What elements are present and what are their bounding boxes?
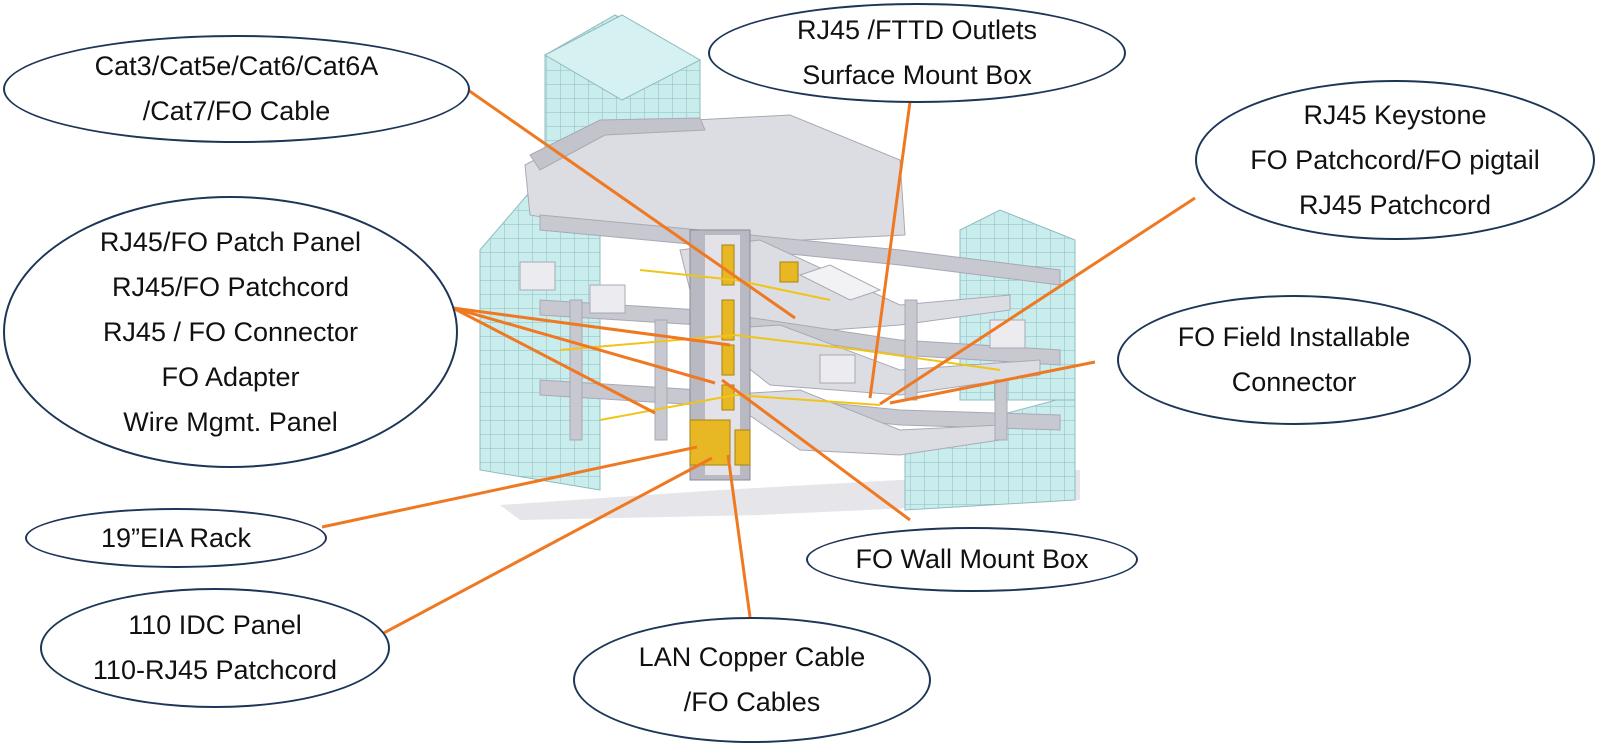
leader-line-lan-cable — [726, 454, 752, 618]
rack-floor-2 — [721, 299, 735, 341]
callout-keystone: RJ45 Keystone FO Patchcord/FO pigtail RJ… — [1195, 80, 1595, 240]
callout-text: Connector — [1231, 367, 1357, 397]
callout-text: FO Wall Mount Box — [855, 544, 1089, 574]
roof-parapet — [529, 117, 706, 171]
office-equipment — [779, 261, 799, 283]
callout-text: FO Field Installable — [1177, 322, 1411, 352]
leader-line-patch-panel-a — [452, 306, 731, 347]
leader-line-patch-panel-b — [452, 306, 716, 385]
callout-text: Surface Mount Box — [802, 60, 1032, 90]
callout-text: Wire Mgmt. Panel — [123, 406, 338, 437]
cubicle — [589, 284, 626, 314]
callout-text: 110 IDC Panel — [128, 610, 302, 640]
callout-text: /Cat7/FO Cable — [142, 96, 331, 126]
cubicle — [819, 354, 856, 384]
horizontal-cable — [639, 269, 831, 301]
callout-field-connector: FO Field Installable Connector — [1117, 295, 1471, 425]
callout-text: 19”EIA Rack — [100, 522, 252, 553]
floor-2-top — [698, 324, 1041, 396]
callout-text: 110-RJ45 Patchcord — [92, 655, 338, 685]
callout-patch-panel: RJ45/FO Patch Panel RJ45/FO Patchcord RJ… — [3, 196, 458, 468]
callout-text: Cat3/Cat5e/Cat6/Cat6A — [94, 51, 379, 81]
callout-wall-box: FO Wall Mount Box — [806, 527, 1138, 592]
leader-line-wall-box — [721, 378, 911, 522]
leader-line-outlets — [868, 101, 912, 399]
cubicle — [519, 261, 556, 291]
horizontal-cable — [559, 333, 1001, 371]
callout-text: LAN Copper Cable — [638, 642, 866, 672]
callout-rack: 19”EIA Rack — [25, 508, 327, 568]
column — [994, 379, 1008, 441]
callout-cable-types: Cat3/Cat5e/Cat6/Cat6A /Cat7/FO Cable — [3, 35, 470, 143]
callout-text: RJ45 Keystone — [1303, 99, 1487, 130]
callout-idc-panel: 110 IDC Panel 110-RJ45 Patchcord — [40, 588, 390, 708]
leader-line-cable-types — [467, 88, 796, 320]
leader-line-idc-panel — [379, 456, 713, 637]
cubicle — [989, 319, 1026, 349]
callout-lan-cable: LAN Copper Cable /FO Cables — [573, 617, 931, 743]
leader-line-keystone — [879, 196, 1196, 406]
column — [654, 319, 668, 441]
callout-text: RJ45/FO Patch Panel — [99, 226, 362, 257]
callout-outlets: RJ45 /FTTD Outlets Surface Mount Box — [708, 3, 1126, 103]
callout-text: FO Adapter — [161, 361, 300, 392]
callout-text: RJ45 /FTTD Outlets — [796, 15, 1038, 45]
conference-table — [798, 264, 882, 301]
callout-text: /FO Cables — [683, 687, 821, 717]
left-tower-roof — [543, 14, 702, 101]
leader-line-patch-panel-c — [452, 306, 656, 415]
callout-text: FO Patchcord/FO pigtail — [1250, 144, 1540, 175]
callout-text: RJ45/FO Patchcord — [111, 271, 350, 302]
horizontal-cable — [599, 393, 881, 421]
leader-lines — [321, 88, 1196, 637]
callout-text: RJ45 Patchcord — [1298, 189, 1492, 220]
leader-line-field-connector — [889, 360, 1096, 405]
callout-text: RJ45 / FO Connector — [102, 316, 359, 347]
leader-line-rack — [321, 445, 698, 529]
rack-floor-1 — [721, 344, 735, 376]
equipment-room-rack — [734, 429, 751, 466]
